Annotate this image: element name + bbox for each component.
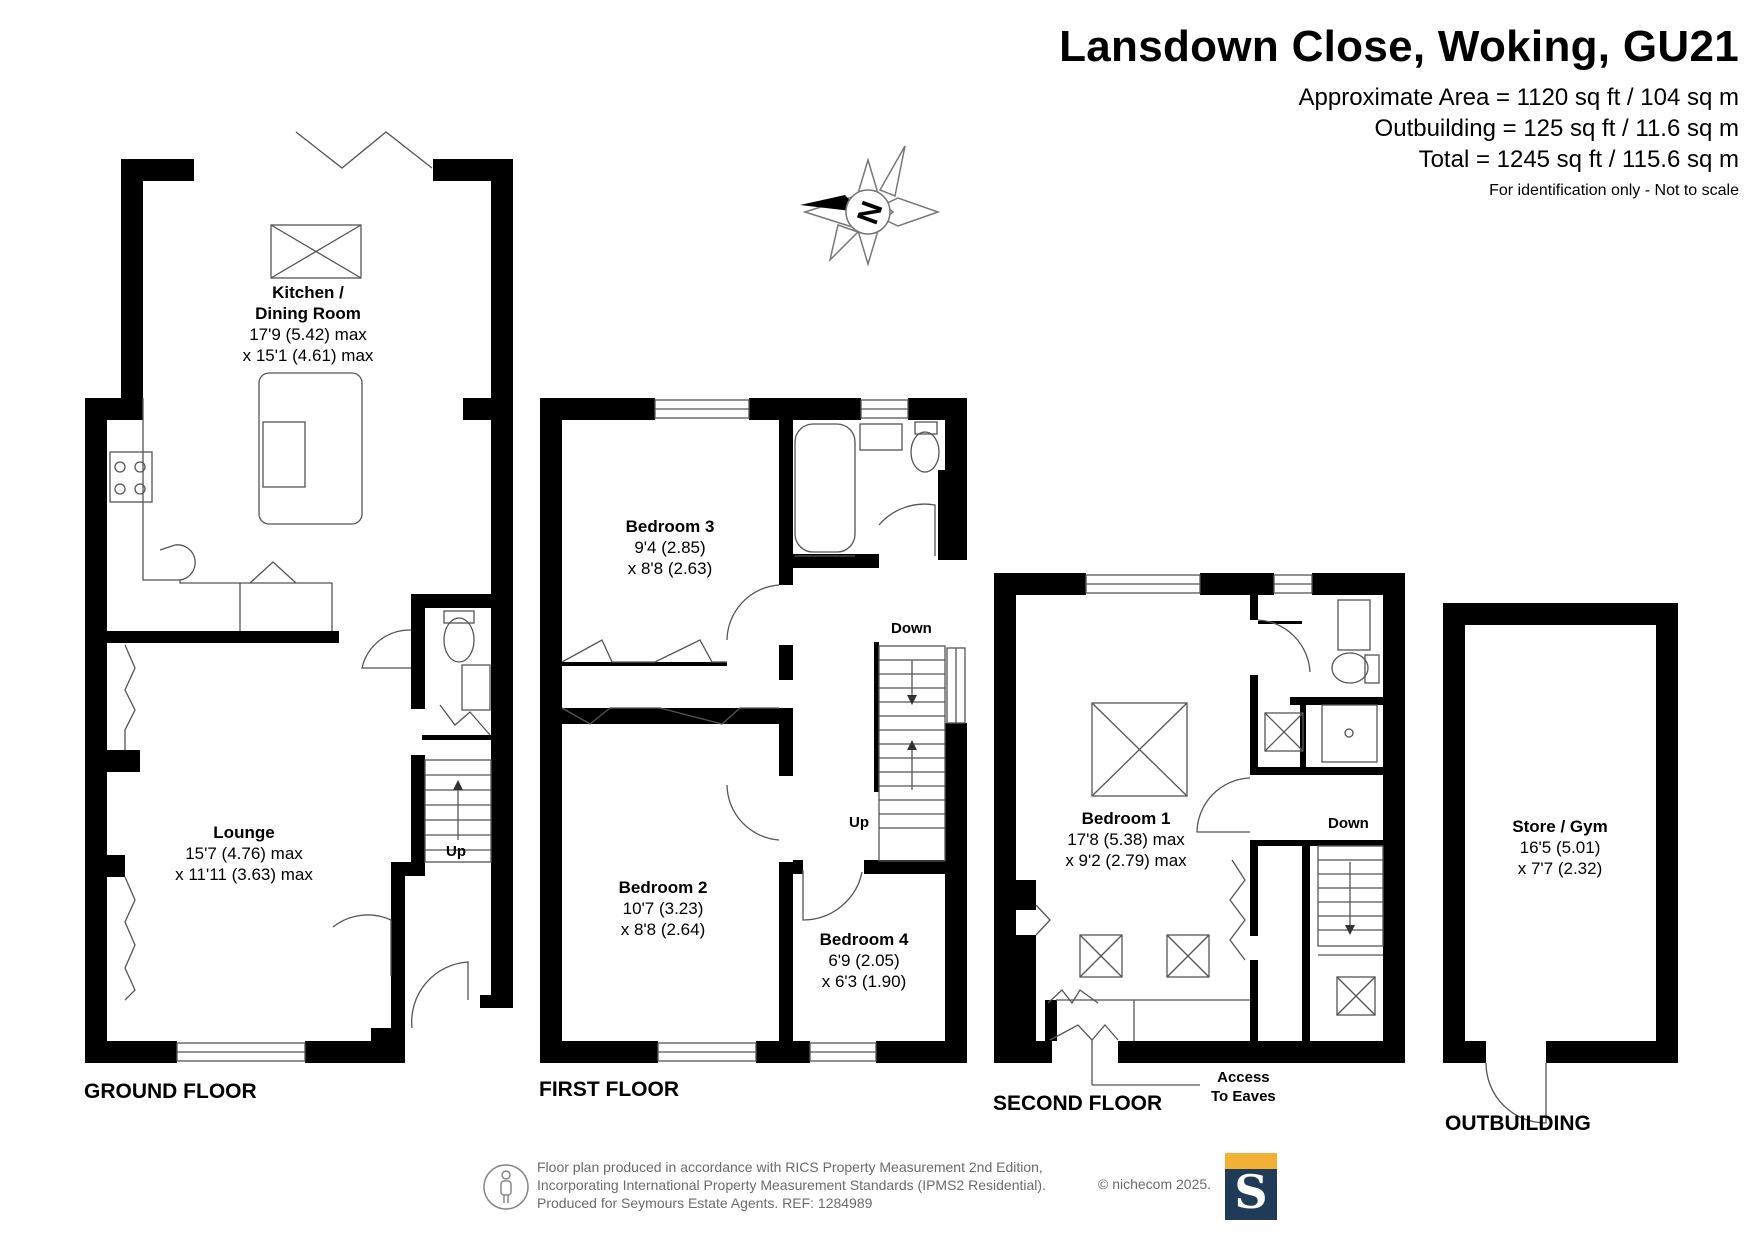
identification-note: For identification only - Not to scale (1489, 182, 1739, 199)
room-name: Bedroom 4 (819, 930, 909, 949)
footer-line: Produced for Seymours Estate Agents. REF… (537, 1195, 873, 1211)
total-area: Total = 1245 sq ft / 115.6 sq m (1418, 146, 1739, 173)
room-bedroom-4: Bedroom 4 6'9 (2.05) x 6'3 (1.90) (820, 929, 909, 992)
room-dimension: x 6'3 (1.90) (821, 972, 907, 991)
floor-label-ground: GROUND FLOOR (84, 1080, 257, 1103)
room-dimension: 16'5 (5.01) (1519, 838, 1601, 857)
room-dimension: x 11'11 (3.63) max (175, 865, 313, 884)
room-dimension: x 8'8 (2.63) (627, 559, 713, 578)
room-name: Kitchen / (272, 283, 344, 302)
room-lounge: Lounge 15'7 (4.76) max x 11'11 (3.63) ma… (175, 822, 313, 885)
fixtures (109, 131, 1547, 1124)
room-name: Store / Gym (1512, 817, 1608, 836)
stairs-up-label: Up (446, 843, 466, 860)
room-bedroom-1: Bedroom 1 17'8 (5.38) max x 9'2 (2.79) m… (1065, 808, 1186, 871)
outbuilding-area: Outbuilding = 125 sq ft / 11.6 sq m (1374, 115, 1739, 142)
room-name: Dining Room (255, 304, 361, 323)
footer-line: Floor plan produced in accordance with R… (537, 1159, 1043, 1175)
room-name: Lounge (213, 823, 275, 842)
room-store-gym: Store / Gym 16'5 (5.01) x 7'7 (2.32) (1512, 816, 1607, 879)
room-bedroom-3: Bedroom 3 9'4 (2.85) x 8'8 (2.63) (626, 516, 715, 579)
room-kitchen-dining: Kitchen / Dining Room 17'9 (5.42) max x … (243, 282, 374, 366)
eaves-label-line: To Eaves (1211, 1088, 1276, 1105)
floor-label-second: SECOND FLOOR (993, 1092, 1163, 1115)
copyright: © nichecom 2025. (1098, 1176, 1212, 1192)
floor-label-first: FIRST FLOOR (539, 1078, 679, 1101)
stairs-down-label: Down (1328, 815, 1369, 832)
approximate-area: Approximate Area = 1120 sq ft / 104 sq m (1298, 84, 1739, 111)
room-dimension: x 15'1 (4.61) max (242, 346, 374, 365)
room-name: Bedroom 3 (625, 517, 715, 536)
compass-icon (800, 145, 941, 267)
walls (85, 159, 1678, 1063)
room-dimension: 15'7 (4.76) max (185, 844, 303, 863)
logo-bar (1225, 1153, 1277, 1169)
stairs-down-label: Down (891, 620, 932, 637)
room-dimension: 6'9 (2.05) (828, 951, 900, 970)
room-dimension: x 9'2 (2.79) max (1065, 851, 1187, 870)
eaves-label-line: Access (1217, 1069, 1270, 1086)
room-dimension: 10'7 (3.23) (622, 899, 704, 918)
footer-line: Incorporating International Property Mea… (537, 1177, 1046, 1193)
footer-text: Floor plan produced in accordance with R… (537, 1158, 1046, 1212)
property-title: Lansdown Close, Woking, GU21 (1059, 22, 1739, 71)
room-dimension: x 8'8 (2.64) (620, 920, 706, 939)
logo-letter: S (1234, 1165, 1268, 1219)
access-to-eaves-label: Access To Eaves (1211, 1068, 1276, 1106)
room-name: Bedroom 2 (618, 878, 708, 897)
room-name: Bedroom 1 (1081, 809, 1171, 828)
floor-label-outbuilding: OUTBUILDING (1445, 1112, 1591, 1135)
room-dimension: 9'4 (2.85) (634, 538, 706, 557)
person-icon (483, 1164, 529, 1210)
stair-arrows (453, 695, 1355, 935)
seymours-logo: S (1225, 1153, 1277, 1220)
room-dimension: x 7'7 (2.32) (1517, 859, 1603, 878)
room-dimension: 17'8 (5.38) max (1067, 830, 1185, 849)
stairs-up-label: Up (849, 814, 869, 831)
room-bedroom-2: Bedroom 2 10'7 (3.23) x 8'8 (2.64) (619, 877, 708, 940)
room-dimension: 17'9 (5.42) max (249, 325, 367, 344)
